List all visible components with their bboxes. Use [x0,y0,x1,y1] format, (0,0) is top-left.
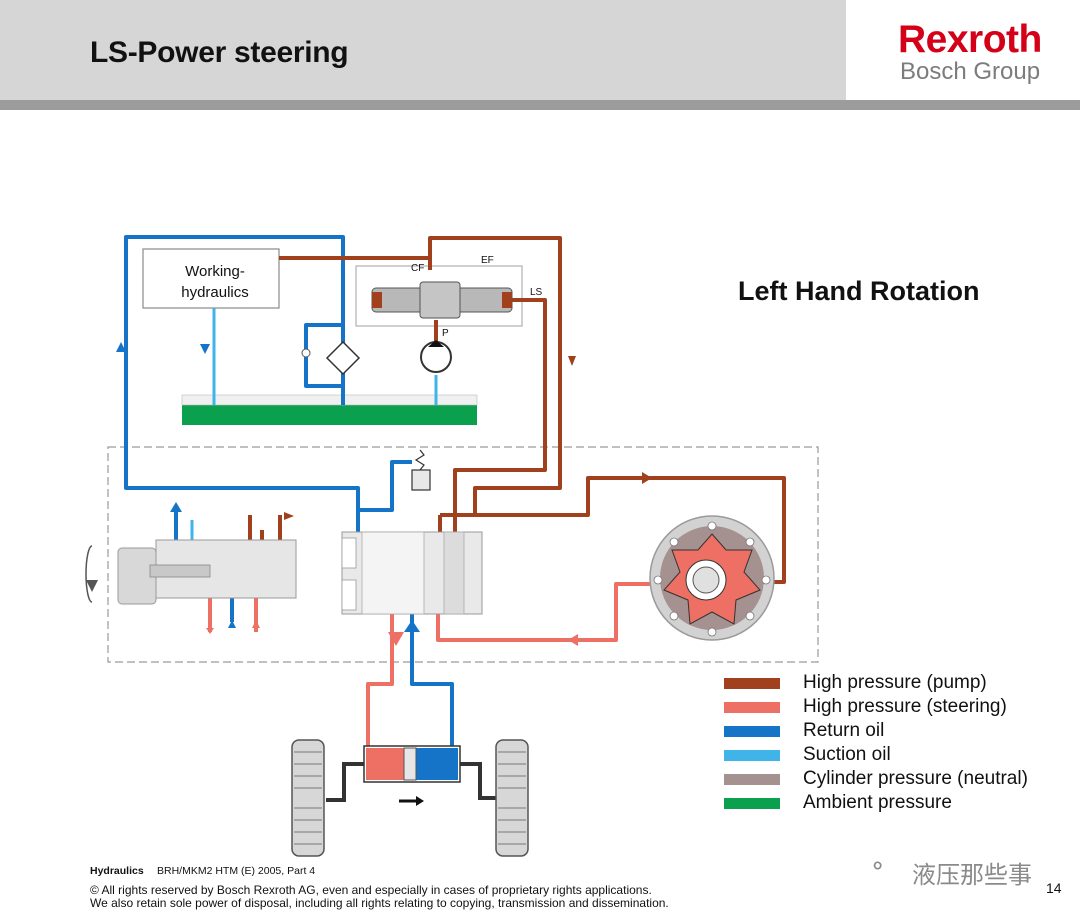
bosch-group-logo: Bosch Group [900,58,1041,85]
watermark-text: 液压那些事 [912,862,1032,889]
priority-valve-center [419,281,461,319]
valve-chamber-left [372,292,382,308]
legend-label: Suction oil [803,744,891,765]
valve-chamber-right [502,292,512,308]
bypass-check [301,348,311,358]
footer-copyright-1: © All rights reserved by Bosch Rexroth A… [90,883,652,897]
flow-arrow-return-down [200,344,210,354]
legend-item-return: Return oil [724,720,1024,744]
flow-arrow-pump [642,472,652,484]
footer-reference: BRH/MKM2 HTM (E) 2005, Part 4 [157,865,316,877]
flow-arrow-cyl-right [404,620,420,632]
legend-item-steering: High pressure (steering) [724,696,1024,720]
legend-label: Return oil [803,720,885,741]
pump-arrow [428,340,444,347]
port-ls-label: LS [530,287,543,298]
page-title: LS-Power steering [90,36,349,69]
working-hydraulics-box [142,248,280,309]
working-hydraulics-label-1: Working- [185,263,245,280]
flow-arrow-steering [568,634,578,646]
tank-ambient [182,405,477,425]
cylinder-return-line [410,602,454,752]
diagram-subtitle: Left Hand Rotation [738,276,980,306]
legend-swatch [724,702,780,713]
header-bar [0,0,846,100]
steering-linkage [326,762,498,802]
steering-wheel-rotation-icon [85,545,93,603]
legend-item-ambient: Ambient pressure [724,792,1024,816]
flow-arrow-ls [568,356,576,366]
legend-swatch [724,750,780,761]
wechat-icon: ⚬ [868,853,888,879]
legend-item-suction: Suction oil [724,744,1024,768]
legend-item-pump: High pressure (pump) [724,672,1024,696]
relief-spring [414,449,425,471]
legend-swatch [724,678,780,689]
legend-label: High pressure (steering) [803,696,1007,717]
legend-label: Cylinder pressure (neutral) [803,768,1028,789]
logo-area [846,0,1080,100]
port-p-label: P [442,328,449,339]
legend-swatch [724,726,780,737]
priority-valve-frame [355,265,523,327]
tank-top [181,394,478,406]
legend-label: Ambient pressure [803,792,952,813]
page-number: 14 [1046,880,1062,896]
steering-unit-boundary [107,446,819,663]
pump-pressure-lines [248,236,786,584]
port-ef-label: EF [481,255,494,266]
rexroth-logo: Rexroth [898,18,1042,61]
legend-item-neutral: Cylinder pressure (neutral) [724,768,1028,792]
flow-arrow-cyl-left [388,632,404,646]
steering-cylinder [363,745,461,783]
header-divider [0,100,1080,110]
filter-symbol [325,340,361,376]
left-wheel-icon [291,739,325,857]
footer-copyright-2: We also retain sole power of disposal, i… [90,896,669,910]
relief-valve [411,469,431,491]
footer-division: Hydraulics [90,865,144,877]
legend-swatch [724,774,780,785]
legend-label: High pressure (pump) [803,672,987,693]
working-hydraulics-label-2: hydraulics [181,284,249,301]
legend-swatch [724,798,780,809]
gerotor-spline [692,566,720,594]
right-wheel-icon [495,739,529,857]
flow-arrow-return-up [116,342,126,352]
port-cf-label: CF [411,263,424,274]
